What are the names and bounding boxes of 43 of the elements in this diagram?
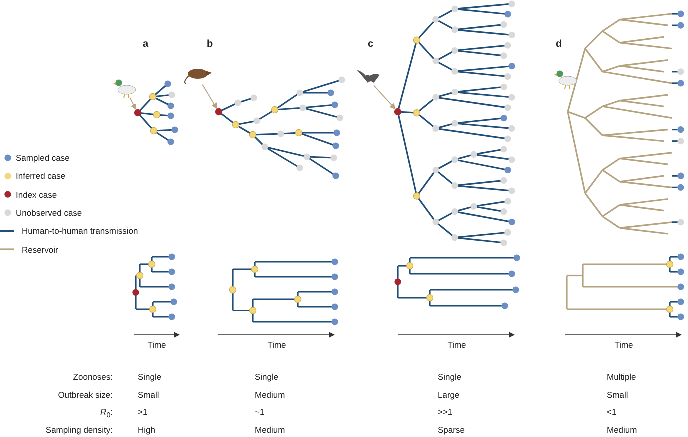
row-label: Sampling density: <box>46 425 113 435</box>
table-value: Medium <box>255 425 286 435</box>
table-value: Large <box>438 390 460 400</box>
index-case-dot <box>215 108 223 116</box>
legend-label: Sampled case <box>16 153 70 163</box>
table-value: Sparse <box>438 425 465 435</box>
table-value: >1 <box>138 407 148 417</box>
index-case-dot <box>134 109 142 117</box>
table-value: Medium <box>255 390 286 400</box>
panel-label: a <box>143 40 149 50</box>
table-value: ~1 <box>255 407 265 417</box>
panel-label: d <box>556 40 562 50</box>
duck-icon <box>113 80 136 98</box>
table-value: <1 <box>607 407 617 417</box>
table-value: Medium <box>607 425 638 435</box>
table-value: Multiple <box>607 372 636 382</box>
table-value: >>1 <box>438 407 453 417</box>
legend-label: Reservoir <box>22 244 58 254</box>
row-label: Zoonoses: <box>73 372 113 382</box>
axis-label: Time <box>448 340 466 350</box>
table-value: High <box>138 425 156 435</box>
row-label: R$_{0}$: <box>100 407 113 421</box>
axis-label: Time <box>614 340 634 350</box>
table-value: Small <box>607 390 628 400</box>
table-value: Single <box>138 372 162 382</box>
table-value: Single <box>255 372 279 382</box>
table-value: Small <box>138 390 160 400</box>
panel-label: b <box>207 40 214 50</box>
axis-label: Time <box>268 340 286 350</box>
panel-label: c <box>368 40 374 50</box>
bat-icon <box>357 70 380 83</box>
legend-label: Unobserved case <box>16 208 82 218</box>
legend-label: Inferred case <box>16 171 66 182</box>
legend-label: Human-to-human transmission <box>22 226 138 236</box>
legend-label: Index case <box>16 190 58 200</box>
arrow <box>374 85 396 110</box>
arrow <box>202 84 218 110</box>
rat-icon <box>184 69 212 84</box>
arrow <box>130 98 137 110</box>
axis-label: Time <box>148 340 166 350</box>
row-label: Outbreak size: <box>58 390 113 400</box>
index-case-dot <box>394 108 402 116</box>
table-value: Single <box>438 372 462 382</box>
